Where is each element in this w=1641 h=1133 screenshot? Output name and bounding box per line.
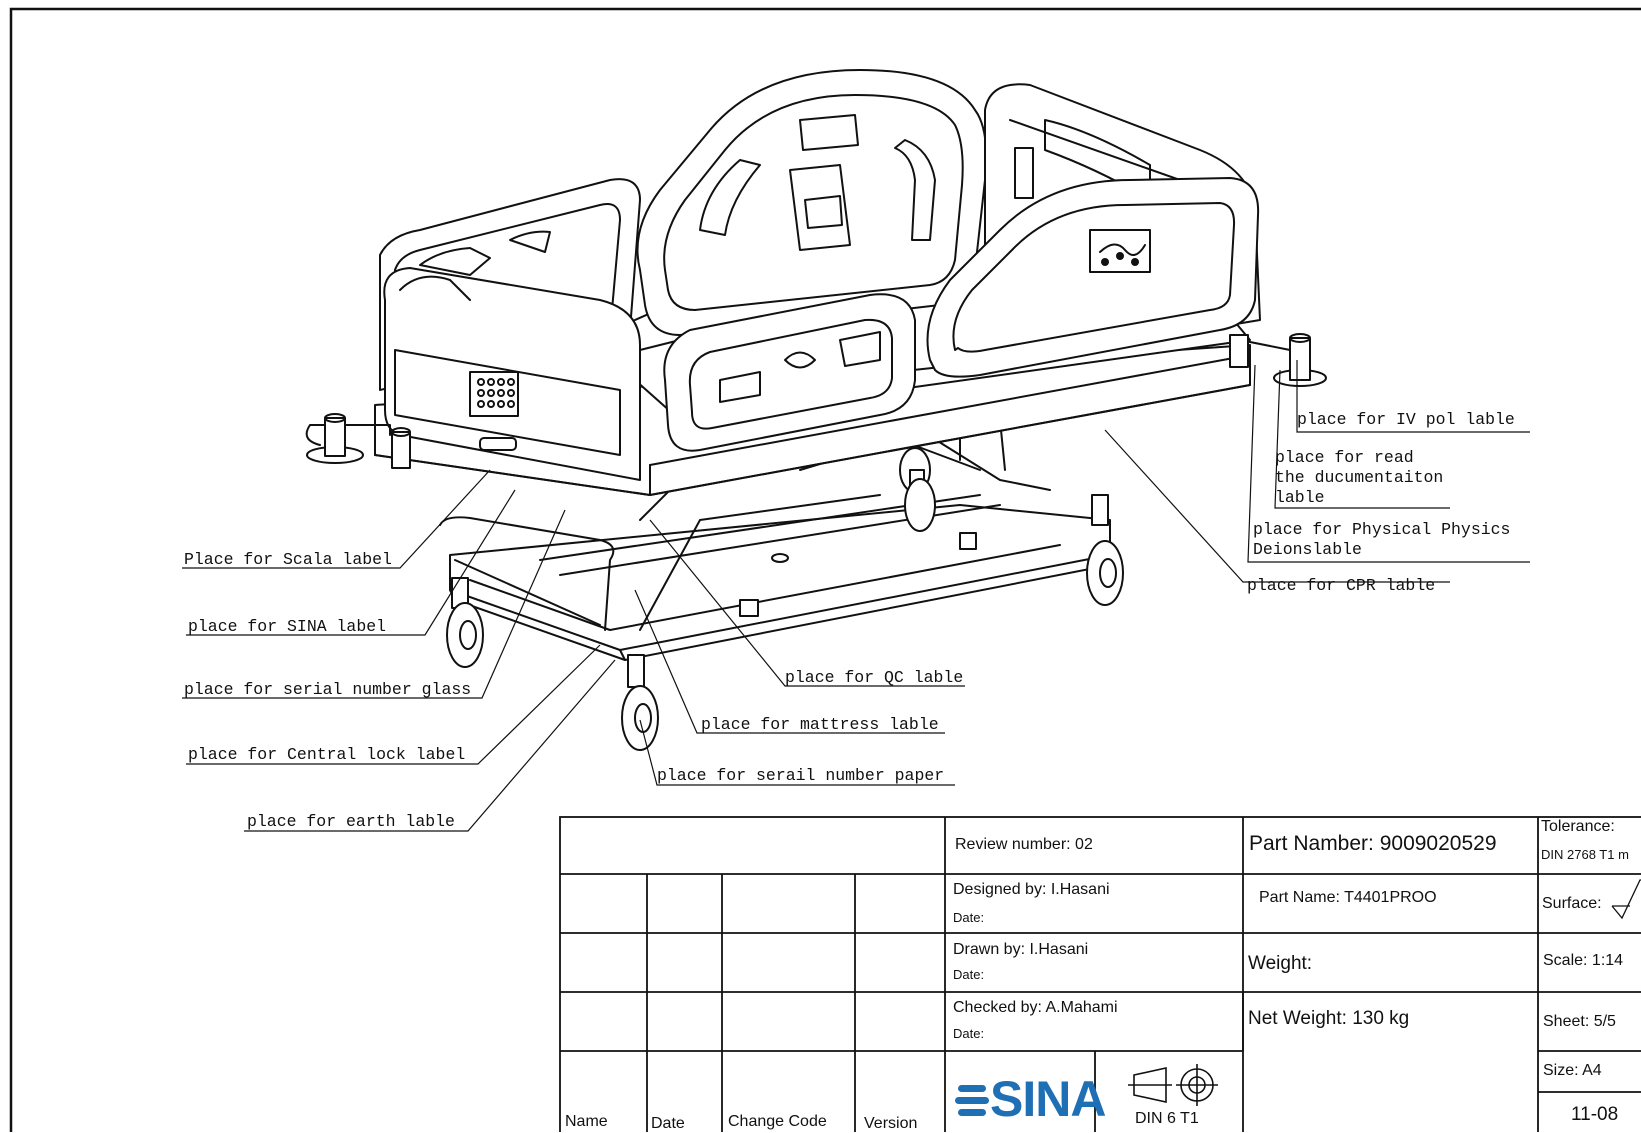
leader-sina [186, 489, 516, 636]
drawn-date-label: Date: [953, 967, 985, 982]
leader-mattress [634, 589, 945, 734]
sina-logo-mark [955, 1085, 989, 1116]
iv-pole-holder-right [1229, 333, 1327, 387]
callout-qc: place for QC lable [785, 668, 964, 687]
callout-cpr: place for CPR lable [1247, 576, 1436, 595]
caster-front-right [621, 654, 659, 751]
callout-scala: Place for Scala label [184, 550, 392, 569]
part-number: Part Namber: 9009020529 [1249, 832, 1497, 855]
callout-sina: place for SINA label [188, 617, 387, 636]
revision-header-date: Date [651, 1115, 685, 1132]
callout-read-documentation: place for read the ducumentaiton lable [1275, 448, 1444, 507]
tolerance-value: DIN 2768 T1 m [1541, 847, 1629, 862]
callout-serial-paper: place for serail number paper [657, 766, 945, 785]
sheet-number: Sheet: 5/5 [1543, 1013, 1616, 1030]
iv-pole-holder-left [305, 413, 411, 469]
bed-base-frame [439, 494, 1111, 661]
sheet-code: 11-08 [1571, 1104, 1619, 1125]
caster-rear-left [904, 469, 936, 532]
revision-header-change-code: Change Code [728, 1113, 827, 1130]
sheet-border [9, 7, 1641, 1132]
surface-finish-icon [1611, 879, 1641, 920]
drawn-by: Drawn by: I.Hasani [953, 941, 1089, 958]
leader-lines [182, 360, 1530, 832]
leader-read-doc [1274, 369, 1450, 509]
caster-front-left [446, 577, 484, 668]
part-name: Part Name: T4401PROO [1259, 889, 1437, 906]
tolerance-label: Tolerance: [1541, 818, 1615, 835]
casters [446, 469, 1124, 751]
checked-date-label: Date: [953, 1026, 985, 1041]
sheet-size: Size: A4 [1543, 1062, 1602, 1079]
leader-cpr [1104, 429, 1450, 583]
sina-logo: SINA [990, 1071, 1106, 1127]
caster-rear-right [1086, 494, 1124, 606]
leader-serial-glass [182, 509, 566, 699]
checked-by: Checked by: A.Mahami [953, 999, 1118, 1016]
side-rail-rear [636, 69, 988, 336]
leader-scala [182, 469, 491, 569]
leader-earth [244, 659, 616, 832]
leader-central-lock [186, 644, 601, 765]
callout-mattress: place for mattress lable [701, 715, 939, 734]
leader-physical [1247, 364, 1530, 563]
callout-physical-physics: place for Physical Physics Deionslable [1253, 520, 1511, 559]
scale: Scale: 1:14 [1543, 952, 1624, 969]
callout-serial-glass: place for serial number glass [184, 680, 472, 699]
callout-central-lock: place for Central lock label [188, 745, 466, 764]
designed-date-label: Date: [953, 910, 985, 925]
projection-symbol-icon [1128, 1064, 1218, 1106]
side-rail-front-mid [663, 293, 916, 452]
revision-header-version: Version [864, 1115, 918, 1132]
projection-standard: DIN 6 T1 [1135, 1110, 1199, 1127]
designed-by: Designed by: I.Hasani [953, 881, 1110, 898]
net-weight: Net Weight: 130 kg [1248, 1008, 1410, 1029]
surface-label: Surface: [1542, 895, 1602, 912]
weight: Weight: [1248, 953, 1313, 974]
hospital-bed-illustration [305, 69, 1327, 751]
title-block-grid [559, 816, 1641, 1132]
leader-iv-pole [1296, 360, 1530, 433]
callout-iv-pole: place for IV pol lable [1297, 410, 1515, 429]
callout-earth: place for earth lable [247, 812, 455, 831]
review-number: Review number: 02 [955, 836, 1093, 853]
leader-qc [649, 519, 965, 687]
leader-serial-paper [639, 719, 955, 786]
side-rail-front-right [926, 177, 1260, 378]
revision-header-name: Name [565, 1113, 608, 1130]
